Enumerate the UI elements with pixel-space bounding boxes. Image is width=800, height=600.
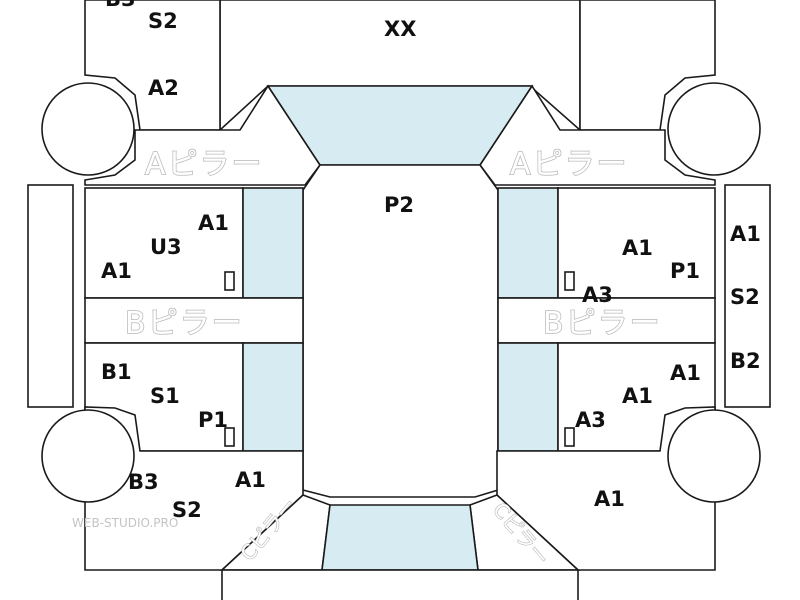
front-left-door [84, 187, 244, 299]
code-rear-right-door-a1-upper: A1 [670, 361, 701, 385]
code-right-strip-s2: S2 [730, 285, 760, 309]
code-rear-left-door-p1: P1 [198, 408, 228, 432]
b-pillar-label-left: Bピラー [125, 306, 244, 341]
a-pillar-label-right: Aピラー [510, 147, 629, 182]
code-rear-left-door-b1: B1 [101, 360, 132, 384]
code-rear-left-quarter-b3: B3 [128, 470, 159, 494]
rear-left-wheel [41, 409, 135, 503]
rear-right-wheel [667, 409, 761, 503]
code-rear-left-quarter-s2: S2 [172, 498, 202, 522]
front-left-door-window [242, 187, 304, 299]
front-left-wheel [41, 82, 135, 176]
code-front-left-door-u3: U3 [150, 235, 182, 259]
watermark: WEB-STUDIO.PRO [72, 516, 178, 530]
door-handle-rear-left [224, 427, 235, 447]
code-front-left-door-a1-lower: A1 [101, 259, 132, 283]
code-right-strip-a1: A1 [730, 222, 761, 246]
a-pillar-right [479, 84, 716, 186]
code-rear-left-quarter-a1: A1 [235, 468, 266, 492]
code-front-left-fender-b3: B3 [105, 0, 136, 11]
trunk-panel [221, 569, 579, 600]
door-handle-front-left [224, 271, 235, 291]
rear-left-quarter [84, 406, 304, 571]
code-rear-left-door-s1: S1 [150, 384, 180, 408]
code-front-right-door-a3: A3 [582, 283, 613, 307]
right-rocker-strip [724, 184, 771, 408]
front-left-fender [84, 0, 221, 131]
code-rear-right-door-a3: A3 [575, 408, 606, 432]
rear-window [321, 504, 479, 571]
code-right-strip-b2: B2 [730, 349, 761, 373]
code-front-left-fender-s2: S2 [148, 9, 178, 33]
door-handle-rear-right [564, 427, 575, 447]
code-rear-right-door-a1-lower: A1 [622, 384, 653, 408]
a-pillar-left [84, 84, 321, 186]
door-handle-front-right [564, 271, 575, 291]
code-front-left-door-a1-upper: A1 [198, 211, 229, 235]
rear-left-door-window [242, 342, 304, 452]
code-front-right-door-a1: A1 [622, 236, 653, 260]
left-rocker-strip [27, 184, 74, 408]
b-pillar-label-right: Bピラー [543, 306, 662, 341]
code-rear-right-quarter-a1: A1 [594, 487, 625, 511]
a-pillar-label-left: Aピラー [145, 147, 264, 182]
code-front-right-door-p1: P1 [670, 259, 700, 283]
code-front-left-fender-a2: A2 [148, 76, 179, 100]
front-right-wheel [667, 82, 761, 176]
front-right-door-window [497, 187, 559, 299]
code-hood: XX [384, 17, 416, 41]
rear-right-quarter [496, 406, 716, 571]
code-roof: P2 [384, 193, 414, 217]
rear-right-door-window [497, 342, 559, 452]
